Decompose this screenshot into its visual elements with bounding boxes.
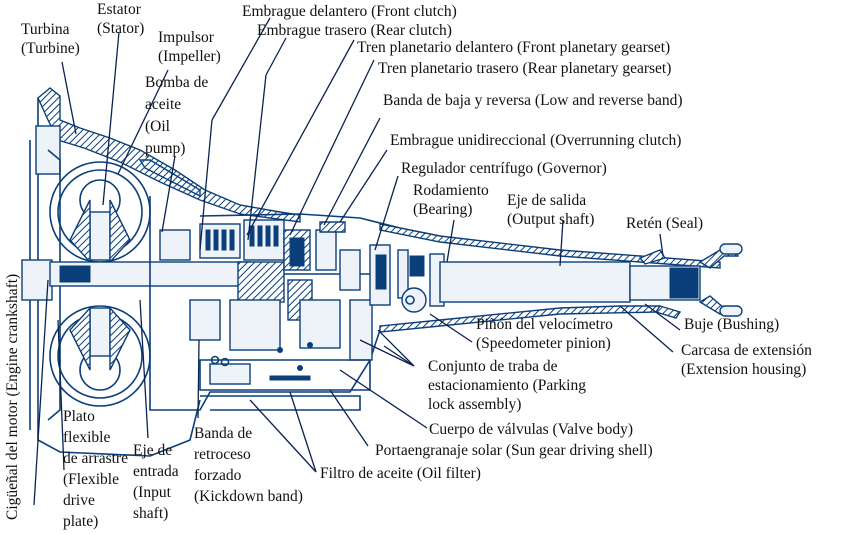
label-input-shaft: Eje de entrada (Input shaft) <box>133 440 179 524</box>
label-line: estacionamiento (Parking <box>428 377 586 394</box>
converter-housing <box>21 87 301 457</box>
label-line: plate) <box>63 513 99 530</box>
label-line: pump) <box>145 140 186 157</box>
label-rear-planetary: Tren planetario trasero (Rear planetary … <box>378 60 672 77</box>
label-front-planetary: Tren planetario delantero (Front planeta… <box>357 39 671 56</box>
label-bushing: Buje (Bushing) <box>684 316 780 333</box>
label-kickdown-band: Banda de retroceso forzado (Kickdown ban… <box>194 423 303 507</box>
label-line: shaft) <box>133 505 169 522</box>
label-line: (Stator) <box>97 20 145 37</box>
label-overrunning-clutch: Embrague unidireccional (Overrunning clu… <box>390 132 682 149</box>
label-line: (Input <box>133 484 171 501</box>
label-line: retroceso <box>194 446 251 463</box>
torque-converter <box>47 149 151 421</box>
label-line: flexible <box>63 429 111 446</box>
label-line: Rodamiento <box>413 182 489 199</box>
label-extension-housing: Carcasa de extensión (Extension housing) <box>681 341 812 379</box>
label-line: Plato <box>63 408 95 425</box>
label-line: Bomba de <box>145 74 209 91</box>
extension-housing <box>369 223 743 333</box>
label-line: Banda de <box>194 425 253 442</box>
label-line: Turbina <box>21 21 70 38</box>
label-line: (Bearing) <box>413 201 473 218</box>
label-line: de arrastre <box>63 450 128 467</box>
label-front-clutch: Embrague delantero (Front clutch) <box>242 3 457 20</box>
label-line: Impulsor <box>158 29 214 46</box>
leader-lines <box>33 17 681 506</box>
label-line: Estator <box>97 1 141 18</box>
label-line: forzado <box>194 467 242 484</box>
label-flexible-drive-plate: Plato flexible de arrastre (Flexible dri… <box>63 406 128 532</box>
label-seal: Retén (Seal) <box>626 215 704 232</box>
label-sun-gear-shell: Portaengranaje solar (Sun gear driving s… <box>375 442 653 459</box>
label-impeller: Impulsor (Impeller) <box>158 28 221 66</box>
label-turbine: Turbina (Turbine) <box>21 20 80 58</box>
label-line: lock assembly) <box>428 396 522 413</box>
label-line: (Turbine) <box>21 40 80 57</box>
label-line: drive <box>63 492 95 509</box>
label-stator: Estator (Stator) <box>97 0 144 38</box>
label-output-shaft: Eje de salida (Output shaft) <box>507 191 594 229</box>
label-line: (Kickdown band) <box>194 488 303 505</box>
label-line: Carcasa de extensión <box>681 342 812 359</box>
label-bearing: Rodamiento (Bearing) <box>413 181 489 219</box>
label-line: Piñón del velocímetro <box>476 316 613 333</box>
label-line: Eje de <box>133 442 173 459</box>
label-parking-lock: Conjunto de traba de estacionamiento (Pa… <box>428 357 586 414</box>
label-low-reverse-band: Banda de baja y reversa (Low and reverse… <box>383 92 683 109</box>
label-oil-filter: Filtro de aceite (Oil filter) <box>320 465 481 482</box>
label-line: (Impeller) <box>158 48 221 65</box>
label-line: Conjunto de traba de <box>428 358 558 375</box>
label-engine-crankshaft: Cigüeñal del motor (Engine crankshaft) <box>4 273 21 520</box>
label-rear-clutch: Embrague trasero (Rear clutch) <box>257 22 452 39</box>
label-line: (Flexible <box>63 471 119 488</box>
label-line: aceite <box>145 96 182 113</box>
label-line: entrada <box>133 463 179 480</box>
label-speedometer-pinion: Piñón del velocímetro (Speedometer pinio… <box>476 315 613 353</box>
label-line: (Output shaft) <box>507 211 595 228</box>
label-governor: Regulador centrífugo (Governor) <box>401 160 607 177</box>
label-oil-pump: Bomba de aceite (Oil pump) <box>145 72 208 160</box>
label-line: (Speedometer pinion) <box>476 335 611 352</box>
label-line: (Oil <box>145 118 170 135</box>
label-line: Eje de salida <box>507 192 587 209</box>
label-line: (Extension housing) <box>681 361 807 378</box>
label-valve-body: Cuerpo de válvulas (Valve body) <box>429 421 634 438</box>
